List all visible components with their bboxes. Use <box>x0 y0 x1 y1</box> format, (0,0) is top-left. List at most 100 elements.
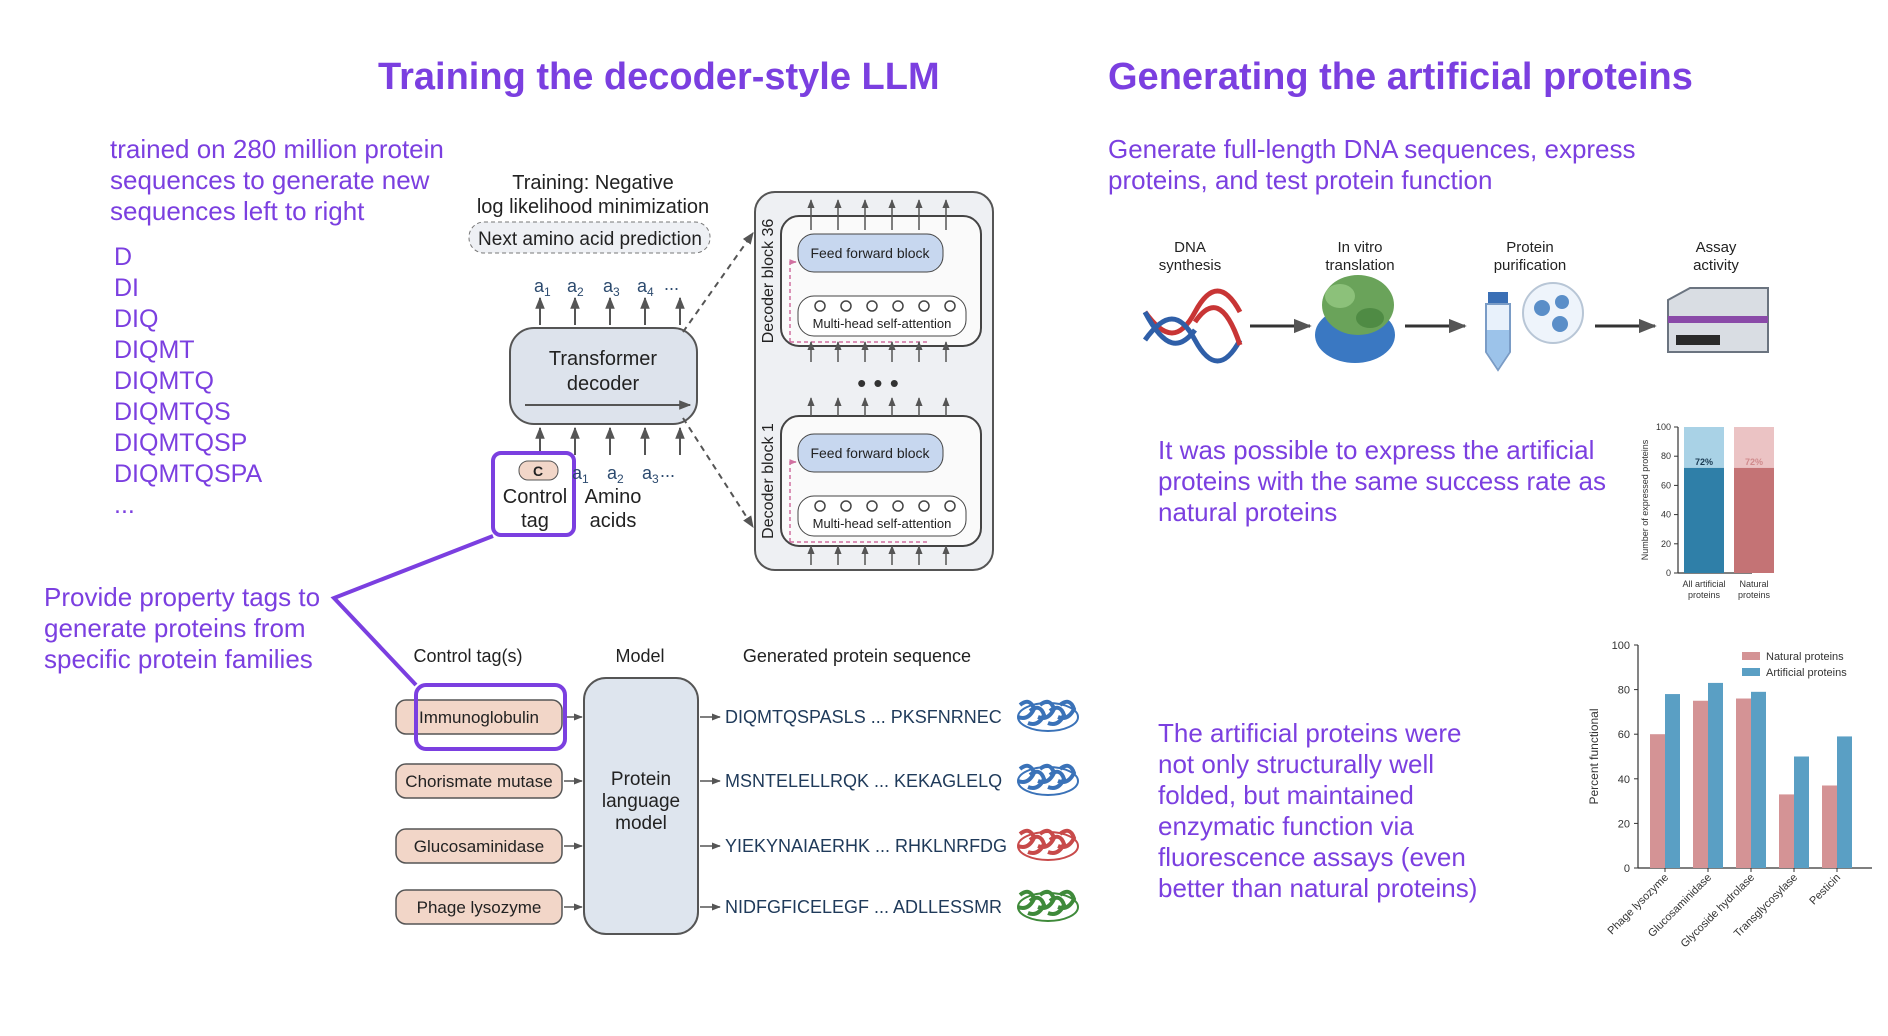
y-tick-label: 20 <box>1618 818 1630 830</box>
tag-pill <box>395 889 563 925</box>
protein-structure-icon <box>1017 889 1079 922</box>
svg-text:a1: a1 <box>572 463 589 486</box>
c-tag-pill <box>518 460 559 481</box>
sequence-item: DIQMTQS <box>114 398 231 426</box>
tag-pill <box>395 699 563 735</box>
y-tick-label: 100 <box>1612 640 1630 652</box>
bar-remainder <box>1734 427 1774 468</box>
bar <box>1822 785 1837 868</box>
input-tokens: a1 a2 a3 ... <box>572 461 675 486</box>
output-a1: a1 <box>534 276 551 299</box>
sequence-item: DIQ <box>114 305 159 333</box>
svg-text:a2: a2 <box>607 463 624 486</box>
y-axis-label: Number of expressed proteins <box>1640 439 1650 560</box>
bar <box>1665 694 1680 868</box>
bar <box>1708 682 1723 868</box>
y-tick-label: 0 <box>1666 568 1671 578</box>
svg-text:Decoder block 36: Decoder block 36 <box>760 219 777 344</box>
control-tag-highlight <box>491 451 576 537</box>
y-tick-label: 100 <box>1656 422 1671 432</box>
generated-sequence: MSNTELELLRQK ... KEKAGLELQ <box>725 771 1002 791</box>
svg-text:Decoder block 1: Decoder block 1 <box>760 423 777 539</box>
transformer-label-line2: decoder <box>567 373 640 395</box>
output-ellipsis: ... <box>664 274 679 294</box>
output-a3: a3 <box>603 276 620 299</box>
next-aa-pill <box>468 221 711 254</box>
y-tick-label: 60 <box>1618 729 1630 741</box>
y-tick-label: 40 <box>1618 774 1630 786</box>
bar <box>1779 794 1794 868</box>
decoder-output-arrows <box>535 296 685 325</box>
right-heading: Generating the artificial proteins <box>1108 56 1693 98</box>
tag-label: Immunoglobulin <box>419 708 539 727</box>
training-intro: trained on 280 million protein sequences… <box>110 134 444 226</box>
y-tick-label: 0 <box>1624 863 1630 875</box>
col-seq-header: Generated protein sequence <box>743 646 971 666</box>
tag-label: Phage lysozyme <box>417 898 542 917</box>
y-tick-label: 40 <box>1661 510 1671 520</box>
decoder-block-1: Decoder block 1 Feed forward block Multi… <box>760 415 982 547</box>
protein-structure-icon <box>1017 763 1079 796</box>
legend-label: Artificial proteins <box>1766 667 1847 679</box>
mhsa-36-label: Multi-head self-attention <box>813 316 952 331</box>
expression-note: It was possible to express the artificia… <box>1158 435 1606 527</box>
mhsa-1-label: Multi-head self-attention <box>813 516 952 531</box>
svg-text:model: model <box>615 813 667 834</box>
bar-remainder <box>1684 427 1724 468</box>
protein-structure-icon <box>1017 699 1079 732</box>
c-tag-label: C <box>533 463 543 479</box>
bar <box>1837 736 1852 868</box>
sequence-item: DIQMT <box>114 336 195 364</box>
y-tick-label: 80 <box>1661 451 1671 461</box>
bar <box>1684 467 1724 573</box>
bar-value-label: 72% <box>1695 457 1713 467</box>
sequence-item: DI <box>114 274 139 302</box>
stack-ellipsis: • • • <box>857 368 899 398</box>
dna-icon <box>1142 288 1243 364</box>
assay-reader-icon <box>1667 287 1769 353</box>
bar-value-label: 72% <box>1745 457 1763 467</box>
y-tick-label: 80 <box>1618 685 1630 697</box>
category-label: Pesticin <box>1807 872 1843 908</box>
sequence-item: D <box>114 243 133 271</box>
next-aa-label: Next amino acid prediction <box>478 229 702 250</box>
left-heading: Training the decoder-style LLM <box>378 56 940 98</box>
decoder-input-arrows <box>535 426 685 455</box>
svg-text:Protein: Protein <box>611 769 671 790</box>
bar <box>1650 734 1665 868</box>
y-axis-label: Percent functional <box>1587 708 1601 804</box>
bar <box>1734 467 1774 573</box>
ffb-36-label: Feed forward block <box>810 245 930 261</box>
tag-pill <box>395 763 563 799</box>
col-tags-header: Control tag(s) <box>413 646 522 666</box>
y-tick-label: 20 <box>1661 539 1671 549</box>
ffb-1-label: Feed forward block <box>810 445 930 461</box>
tag-pill <box>395 828 563 864</box>
svg-text:a3: a3 <box>642 463 659 486</box>
training-label-line1: Training: Negative <box>512 172 674 194</box>
bar <box>1736 698 1751 868</box>
y-tick-label: 60 <box>1661 480 1671 490</box>
protein-structure-icon <box>1017 828 1079 861</box>
bar <box>1794 756 1809 868</box>
bar <box>1693 700 1708 868</box>
generate-intro: Generate full-length DNA sequences, expr… <box>1108 134 1636 195</box>
purification-icon <box>1485 282 1584 372</box>
transformer-label-line1: Transformer <box>549 348 658 370</box>
svg-text:language: language <box>602 791 680 812</box>
sequence-item: DIQMTQSP <box>114 429 248 457</box>
tag-connector-line <box>330 534 494 687</box>
